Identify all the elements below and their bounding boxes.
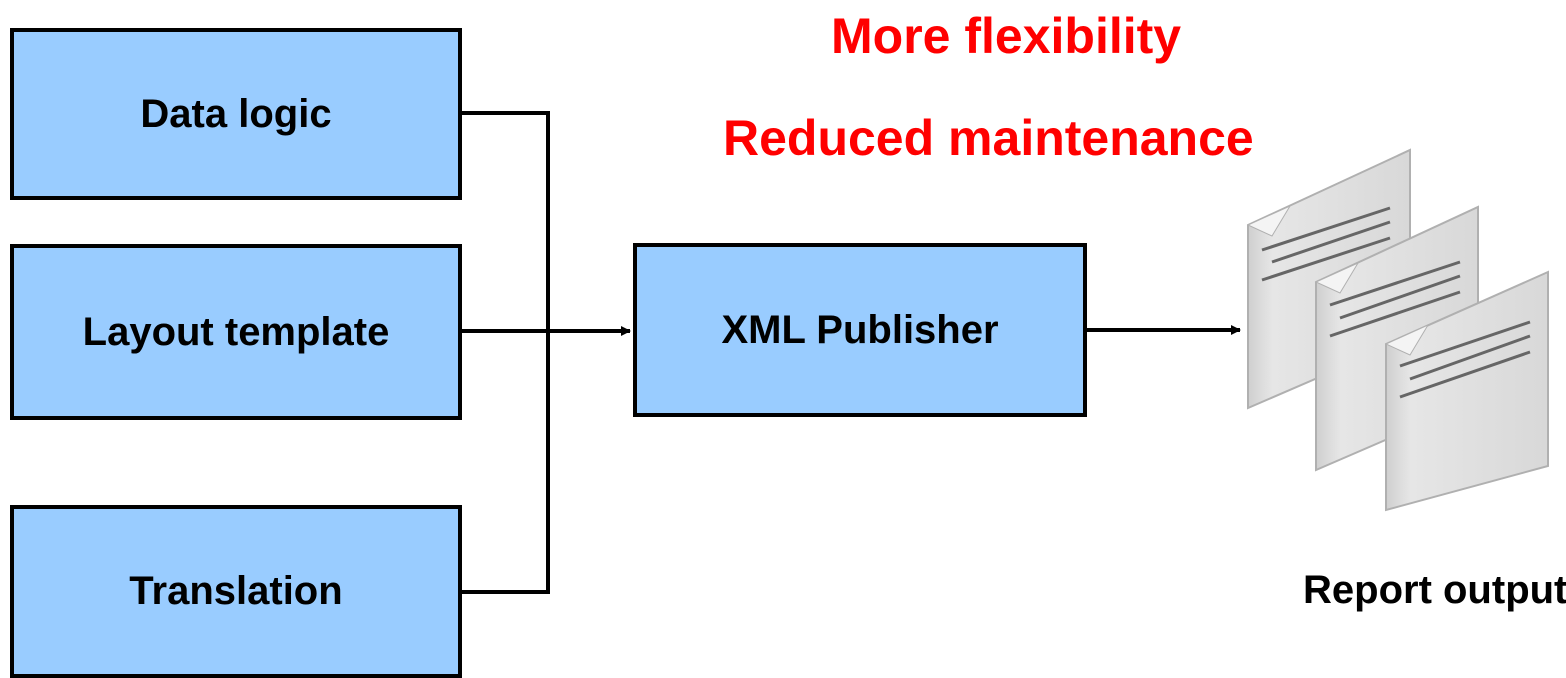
benefit-reduced-maintenance: Reduced maintenance	[723, 110, 1254, 166]
report-output-label: Report output	[1303, 568, 1566, 612]
document-page-front	[1384, 270, 1549, 512]
translation-label: Translation	[129, 569, 343, 613]
xml-publisher-label: XML Publisher	[721, 307, 999, 352]
data-logic-label: Data logic	[140, 91, 332, 136]
xml-publisher-box: XML Publisher	[633, 243, 1087, 417]
document-stack-icon	[1246, 148, 1549, 512]
data-logic-box: Data logic	[10, 28, 462, 200]
translation-box: Translation	[10, 505, 462, 678]
connector-translation	[462, 331, 550, 594]
layout-template-label: Layout template	[82, 309, 390, 354]
benefit-more-flexibility: More flexibility	[831, 8, 1182, 64]
connector-data-logic	[462, 111, 550, 331]
layout-template-box: Layout template	[10, 244, 462, 420]
